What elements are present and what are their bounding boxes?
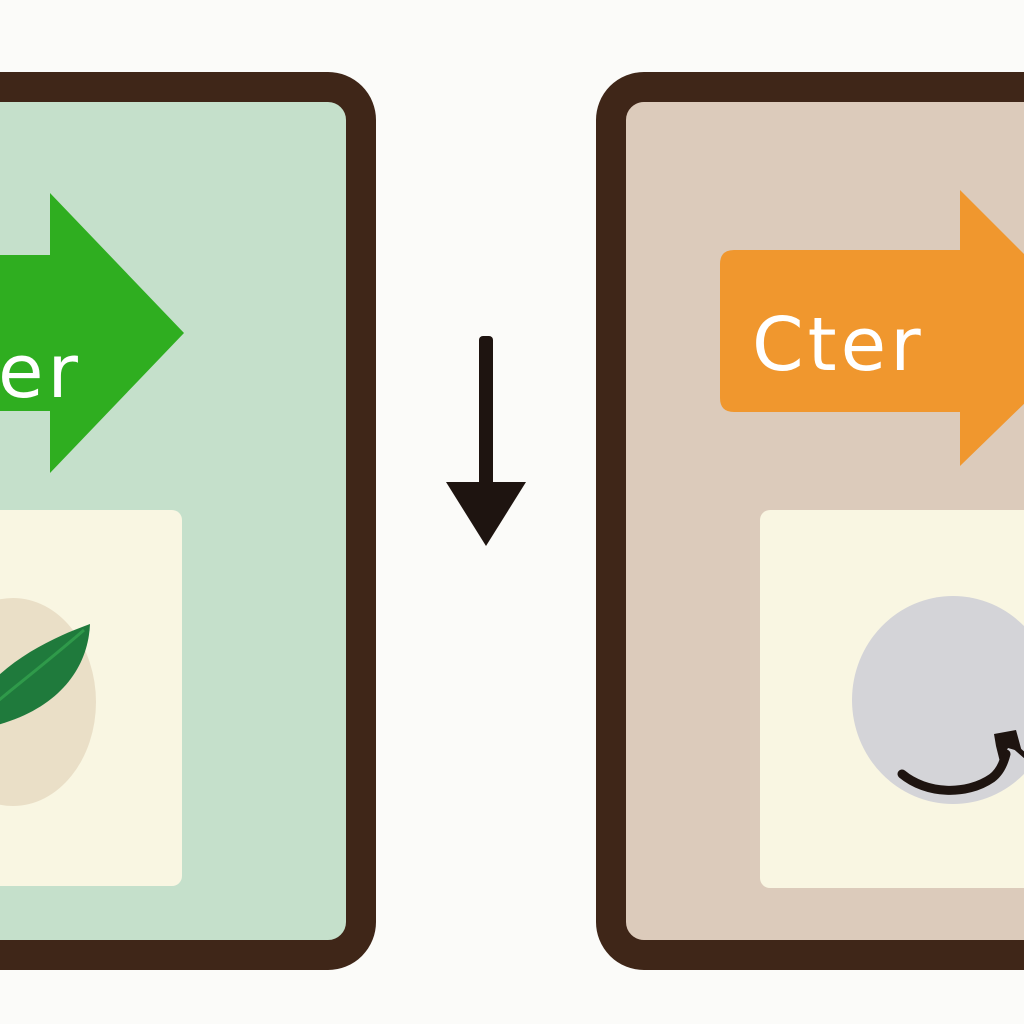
right-arrow-icon — [720, 190, 1024, 466]
left-arrow-shape — [0, 193, 184, 473]
curved-arrow-icon — [897, 730, 1024, 795]
right-arrow-icon — [0, 193, 184, 473]
leaf-icon — [0, 624, 90, 725]
right-arrow-shape — [720, 190, 1024, 466]
arrow-down-icon — [446, 336, 526, 546]
right-arrow-label: Cter — [752, 302, 925, 388]
left-arrow-label: er — [0, 329, 82, 415]
left-card: er — [0, 72, 376, 970]
right-card: Cter — [596, 72, 1024, 970]
